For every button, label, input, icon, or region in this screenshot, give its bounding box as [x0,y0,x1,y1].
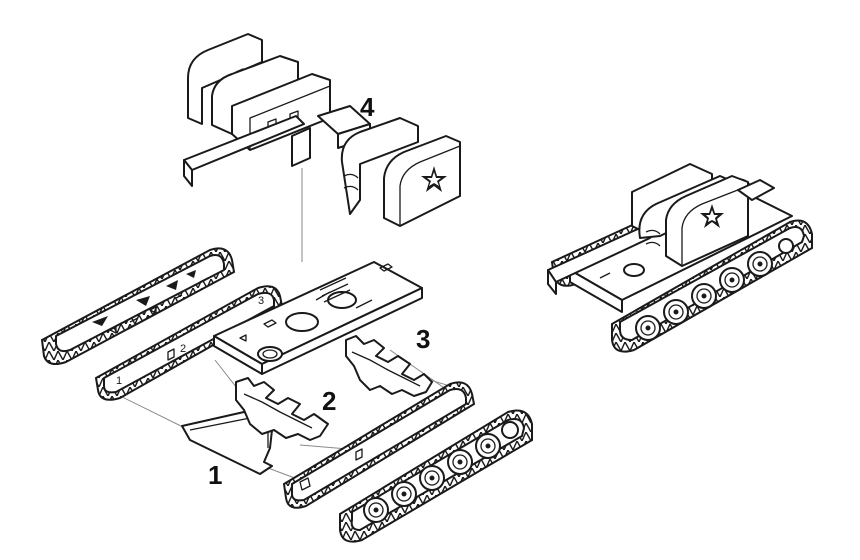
part-mark-3: 3 [258,295,264,307]
step-1-label: 1 [208,460,222,490]
left-outer-track [40,247,236,365]
right-lower-tracks [282,381,533,543]
step-2-label: 2 [322,386,336,416]
part-mark-1: 1 [116,375,122,387]
step-3-label: 3 [416,324,430,354]
step-1-bottom-plate: 1 [181,411,273,490]
step-2-cross-brace: 2 [235,377,336,441]
left-inner-track: 1 2 3 [94,285,284,401]
step-4-label: 4 [360,92,375,122]
assembled-tank [547,163,813,353]
step-3-cross-brace: 3 [345,324,433,397]
part-mark-2: 2 [180,343,186,355]
hull-plate [213,261,423,375]
turret-assembly-parts: 4 [183,33,461,227]
